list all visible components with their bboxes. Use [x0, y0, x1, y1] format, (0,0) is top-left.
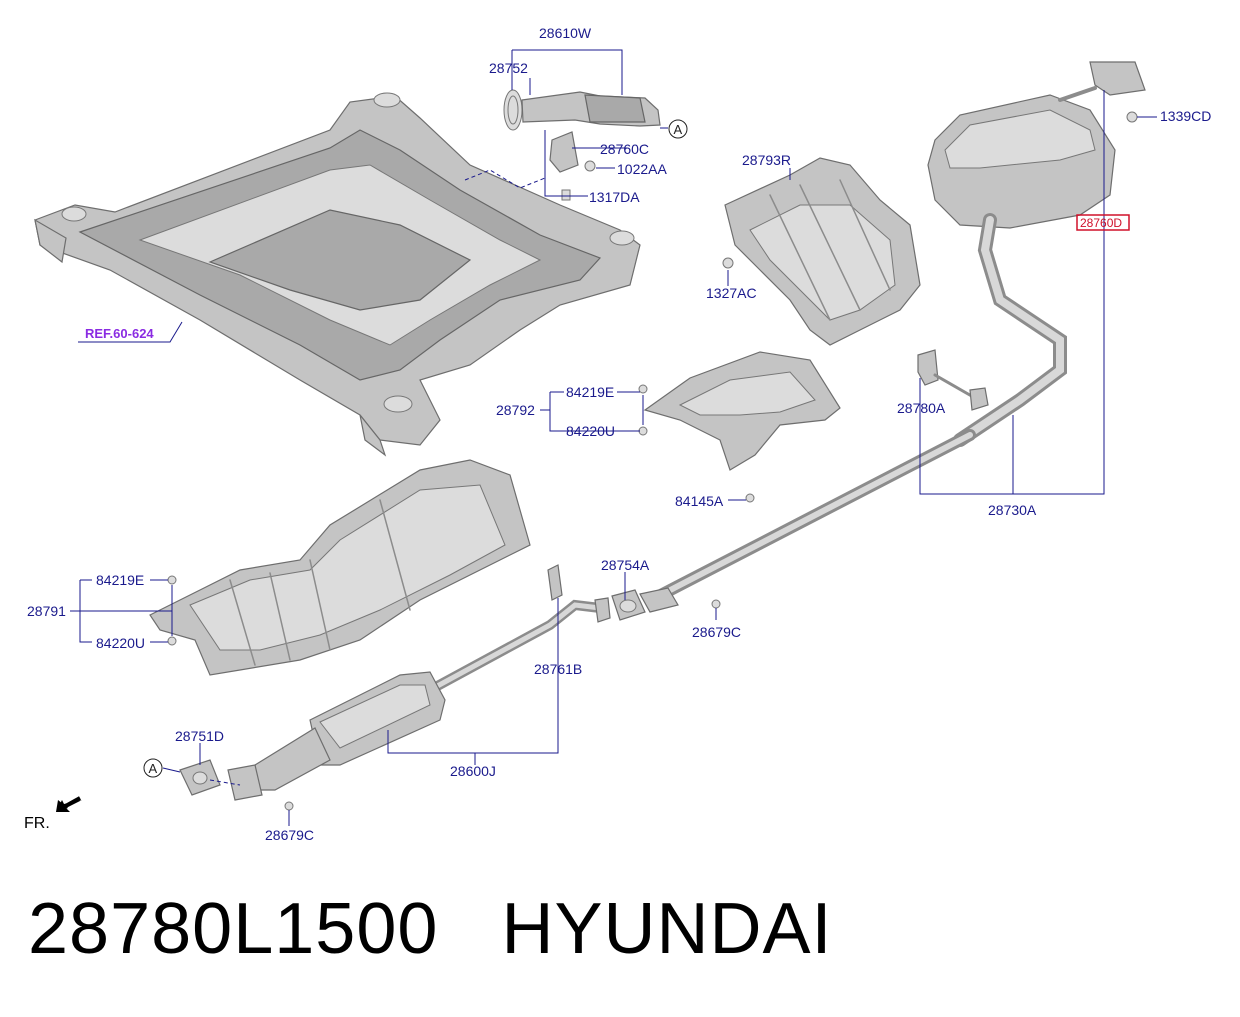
label-28761B: 28761B: [534, 661, 582, 677]
label-28752: 28752: [489, 60, 528, 76]
highlight-box-28760D: [1076, 214, 1130, 231]
label-28791: 28791: [27, 603, 66, 619]
label-84219E-upper: 84219E: [566, 384, 614, 400]
exhaust-parts-diagram: 28610W 28752 28760C 1022AA 1317DA 28793R…: [24, 25, 1211, 843]
label-1317DA: 1317DA: [589, 189, 640, 205]
label-84220U-upper: 84220U: [566, 423, 615, 439]
label-1339CD: 1339CD: [1160, 108, 1211, 124]
heat-protector-28792: [638, 351, 841, 503]
center-pipe-28730A: [639, 349, 989, 613]
part-number-caption: 28780L1500 HYUNDAI: [28, 889, 833, 969]
label-28760C: 28760C: [600, 141, 649, 157]
front-pipe-28610W: [503, 89, 661, 201]
label-28793R: 28793R: [742, 152, 791, 168]
label-ref-60-624: REF.60-624: [85, 326, 154, 341]
label-84145A: 84145A: [675, 493, 724, 509]
label-28679C-right: 28679C: [692, 624, 741, 640]
leader-lines: [70, 49, 1157, 826]
label-28780A: 28780A: [897, 400, 946, 416]
label-28754A: 28754A: [601, 557, 650, 573]
label-84219E-lower: 84219E: [96, 572, 144, 588]
heat-protector-28793R: [722, 157, 921, 346]
part-labels: 28610W 28752 28760C 1022AA 1317DA 28793R…: [27, 25, 1211, 843]
label-1327AC: 1327AC: [706, 285, 757, 301]
heat-protector-28791: [149, 459, 531, 676]
rear-muffler-28760D: [927, 61, 1146, 447]
label-28760D: 28760D: [1080, 216, 1122, 230]
connection-marker-a-upper: A: [668, 119, 688, 139]
label-28679C-left: 28679C: [265, 827, 314, 843]
front-direction-indicator: FR.: [24, 796, 82, 832]
label-28730A: 28730A: [988, 502, 1037, 518]
label-28600J: 28600J: [450, 763, 496, 779]
label-1022AA: 1022AA: [617, 161, 667, 177]
label-84220U-lower: 84220U: [96, 635, 145, 651]
label-28751D: 28751D: [175, 728, 224, 744]
label-28792: 28792: [496, 402, 535, 418]
front-pipe-28600J: [179, 564, 646, 811]
svg-text:A: A: [149, 761, 158, 776]
connection-marker-a-lower: A: [143, 758, 163, 778]
label-28610W: 28610W: [539, 25, 592, 41]
label-fr: FR.: [24, 815, 50, 832]
svg-text:A: A: [674, 122, 683, 137]
front-subframe: [34, 92, 641, 457]
